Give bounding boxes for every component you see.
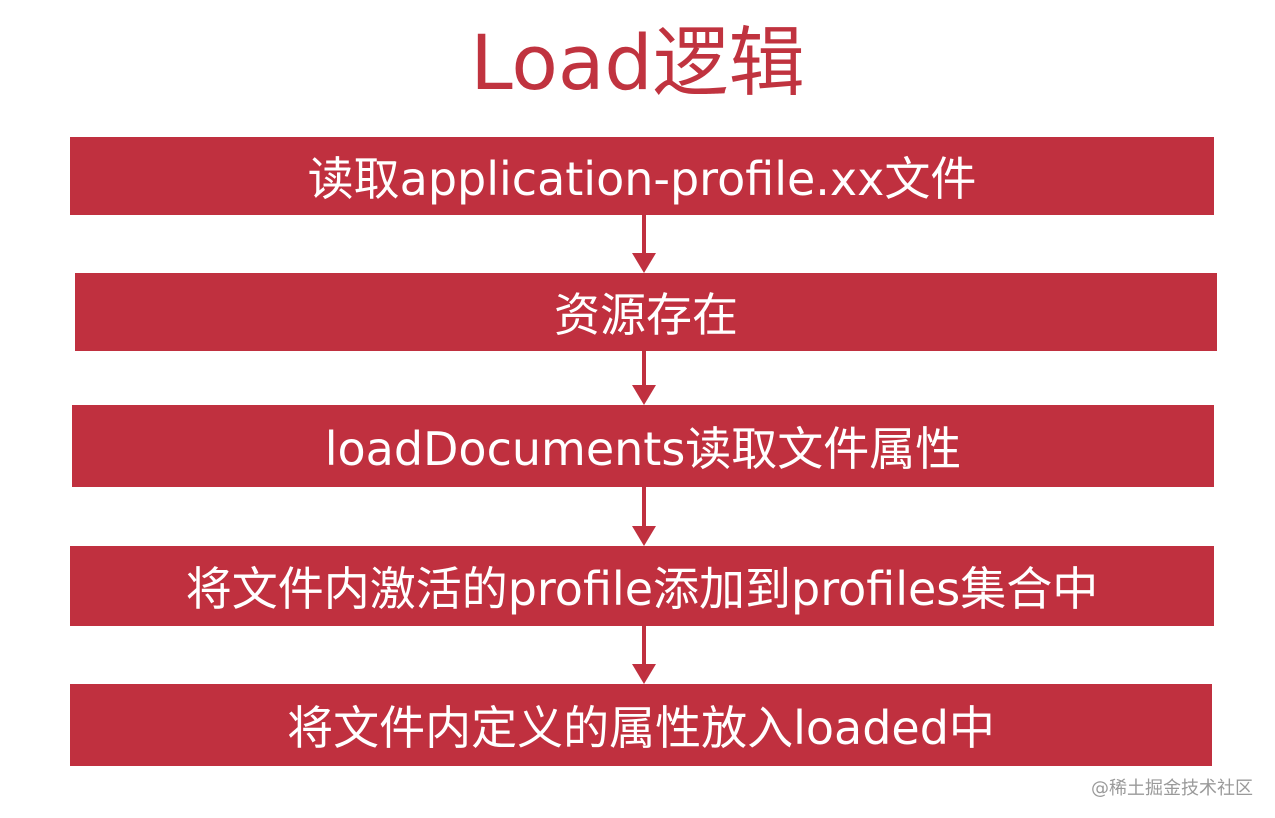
down-arrow-icon xyxy=(624,626,664,684)
down-arrow-icon xyxy=(624,351,664,405)
flow-step-read-file: 读取application-profile.xx文件 xyxy=(70,137,1214,215)
page-title: Load逻辑 xyxy=(470,18,805,107)
flow-step-resource-exists: 资源存在 xyxy=(75,273,1217,351)
down-arrow-icon xyxy=(624,487,664,546)
flow-step-add-profiles: 将文件内激活的profile添加到profiles集合中 xyxy=(70,546,1214,626)
flow-step-load-documents: loadDocuments读取文件属性 xyxy=(72,405,1214,487)
flow-step-put-loaded: 将文件内定义的属性放入loaded中 xyxy=(70,684,1212,766)
down-arrow-icon xyxy=(624,215,664,273)
watermark-text: @稀土掘金技术社区 xyxy=(1091,778,1253,799)
